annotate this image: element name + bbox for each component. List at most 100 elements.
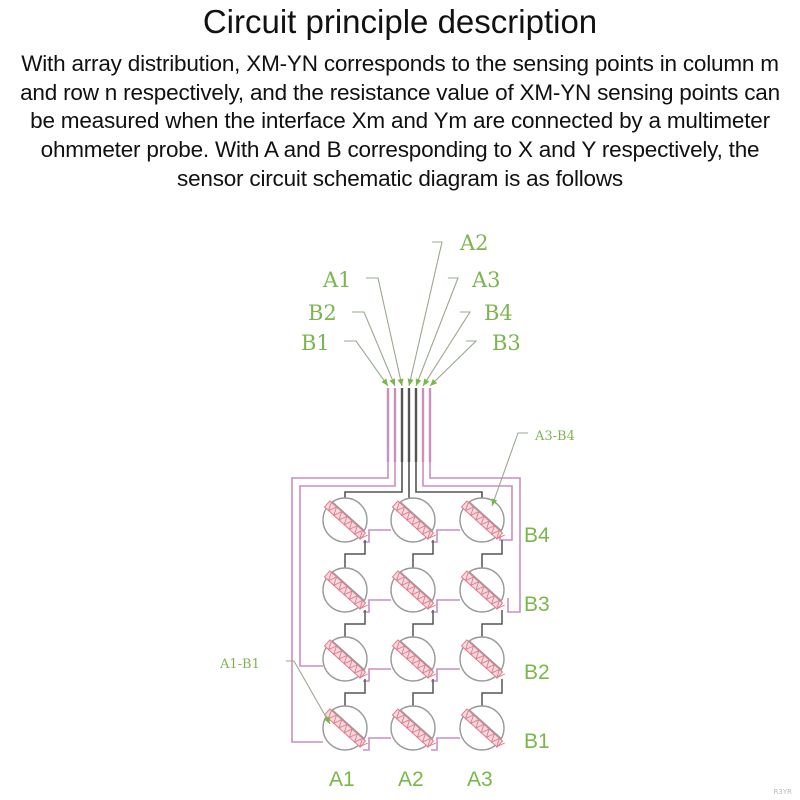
sensor-hatch-zigzag xyxy=(490,595,500,605)
sensor-hatch xyxy=(391,500,435,540)
sensor-hatch-zigzag xyxy=(416,659,426,670)
sensor-hatch-zigzag xyxy=(333,714,342,725)
sensor-hatch-zigzag xyxy=(475,581,485,591)
row-link xyxy=(363,599,391,613)
sensor-hatch-zigzag xyxy=(401,645,410,656)
sensor-hatch-zigzag xyxy=(470,506,479,517)
row-link xyxy=(431,737,460,751)
row-link xyxy=(431,668,460,682)
sensor-strip xyxy=(323,708,368,748)
sensor-hatch-zigzag xyxy=(338,650,348,660)
sensor-hatch-zigzag xyxy=(485,728,495,739)
column-label-a3: A3 xyxy=(467,768,493,791)
row-link xyxy=(363,668,391,682)
sensor-hatch-zigzag xyxy=(348,659,358,670)
leader-b1 xyxy=(344,340,389,387)
column-label-a1: A1 xyxy=(329,768,355,791)
row-label-b2: B2 xyxy=(524,661,550,684)
sensor-split xyxy=(331,501,366,532)
sensor-hatch-zigzag xyxy=(427,738,436,748)
sensor-hatch-zigzag xyxy=(395,502,405,512)
sensor-hatch-zigzag xyxy=(348,590,358,601)
sensor-hatch-zigzag xyxy=(343,724,353,734)
sensor-point xyxy=(322,567,368,613)
sensor-hatch-zigzag xyxy=(343,655,353,665)
sensor-hatch-zigzag xyxy=(464,641,474,651)
column-link xyxy=(412,679,434,706)
leader-arrow xyxy=(381,378,388,386)
page-title: Circuit principle description xyxy=(202,3,598,40)
sensor-hatch-zigzag xyxy=(490,664,500,674)
sensor-hatch-zigzag xyxy=(470,645,479,656)
sensor-hatch-zigzag xyxy=(333,506,342,517)
sensor-strip xyxy=(460,639,505,679)
leader-b2 xyxy=(352,311,396,387)
sensor-point xyxy=(459,497,505,543)
sensor-split xyxy=(399,501,434,532)
sensor-strip xyxy=(391,570,436,610)
sensor-hatch-zigzag xyxy=(343,516,353,526)
sensor-split xyxy=(331,709,366,740)
sensor-split xyxy=(468,501,503,532)
sensor-hatch xyxy=(460,708,504,748)
sensor-hatch-zigzag xyxy=(411,516,421,526)
wire-a3 xyxy=(415,462,483,498)
sensor-strip xyxy=(460,708,505,748)
sensor-strip xyxy=(323,570,368,610)
sensor-hatch-zigzag xyxy=(496,669,505,679)
sensor-point xyxy=(322,497,368,543)
callout-a1-b1: A1-B1 xyxy=(219,657,260,672)
column-link xyxy=(344,610,366,637)
sensor-hatch-zigzag xyxy=(333,576,342,587)
leader-arrow xyxy=(430,378,438,386)
sensor-hatch-zigzag xyxy=(406,650,416,660)
sensor-hatch-zigzag xyxy=(416,590,426,601)
sensor-point xyxy=(459,567,505,613)
sensor-strip xyxy=(391,639,436,679)
sensor-hatch-zigzag xyxy=(480,586,490,596)
sensor-hatch-zigzag xyxy=(496,738,505,748)
leader-a2 xyxy=(408,241,443,387)
sensor-point xyxy=(459,636,505,682)
sensor-hatch-zigzag xyxy=(353,595,363,605)
sensor-hatch-zigzag xyxy=(480,516,490,526)
sensor-hatch-zigzag xyxy=(353,525,363,535)
sensor-hatch-zigzag xyxy=(416,520,426,531)
sensor-split xyxy=(399,709,434,740)
leader-a3 xyxy=(415,277,459,387)
sensor-hatch-zigzag xyxy=(327,502,337,512)
sensor-strip xyxy=(391,500,436,540)
sensor-hatch xyxy=(323,500,367,540)
sensor-hatch xyxy=(460,570,504,610)
sensor-point xyxy=(459,705,505,751)
sensor-hatch xyxy=(323,570,367,610)
sensor-hatch-zigzag xyxy=(401,714,410,725)
sensor-hatch-zigzag xyxy=(485,520,495,531)
sensor-hatch-zigzag xyxy=(470,576,479,587)
sensor-hatch xyxy=(460,500,504,540)
row-link xyxy=(431,599,460,613)
sensor-hatch-zigzag xyxy=(421,595,431,605)
sensor-split xyxy=(331,571,366,602)
connector-label-a3: A3 xyxy=(471,268,501,292)
sensor-hatch-zigzag xyxy=(421,664,431,674)
column-link xyxy=(481,610,503,637)
sensor-point xyxy=(322,705,368,751)
sensor-hatch-zigzag xyxy=(338,719,348,729)
sensor-hatch-zigzag xyxy=(464,710,474,720)
sensor-hatch-zigzag xyxy=(401,506,410,517)
wire-b2 xyxy=(299,462,396,667)
row-link xyxy=(431,529,460,543)
sensor-hatch-zigzag xyxy=(327,572,337,582)
sensor-hatch-zigzag xyxy=(401,576,410,587)
sensor-split xyxy=(331,640,366,671)
sensor-hatch-zigzag xyxy=(411,655,421,665)
column-link xyxy=(412,610,434,637)
sensor-point xyxy=(390,636,436,682)
sensor-point xyxy=(322,636,368,682)
column-label-a2: A2 xyxy=(398,768,424,791)
sensor-hatch-zigzag xyxy=(395,710,405,720)
sensor-hatch-zigzag xyxy=(411,724,421,734)
sensor-strip xyxy=(323,500,368,540)
